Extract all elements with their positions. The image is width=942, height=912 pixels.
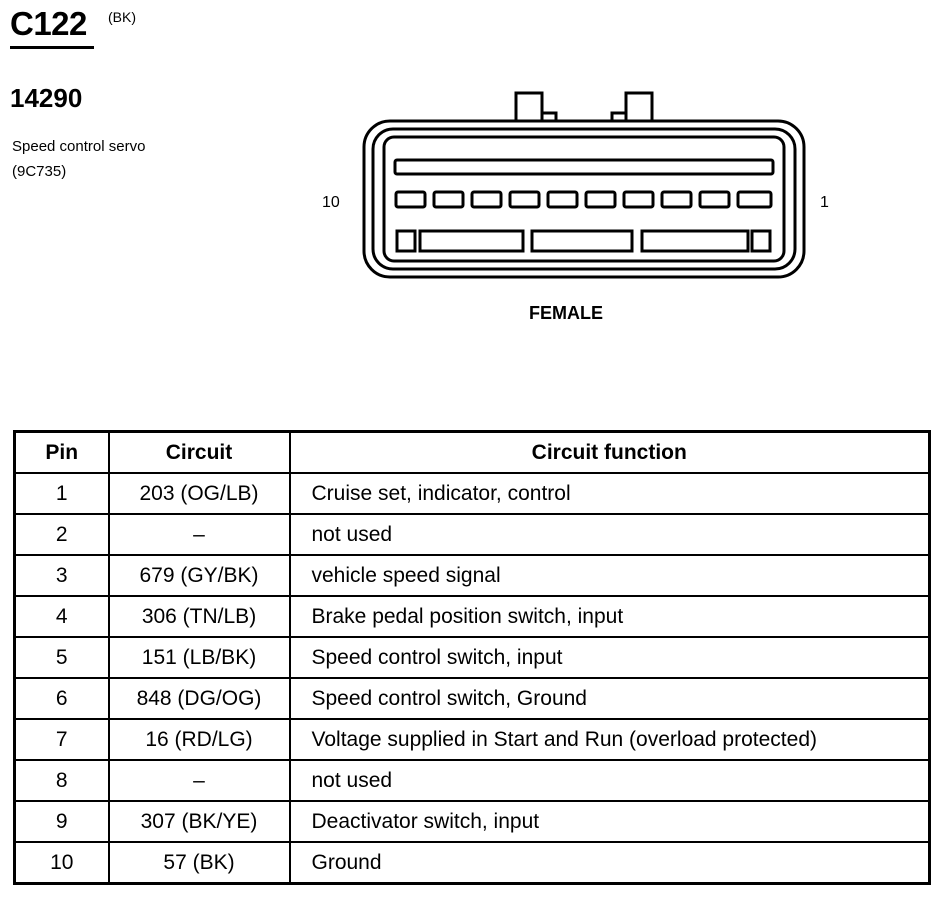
pin-cell: 8: [13, 759, 110, 802]
table-row: 2 – not used: [13, 513, 931, 556]
table-row: 4 306 (TN/LB) Brake pedal position switc…: [13, 595, 931, 638]
pin-terminal-8: [470, 190, 503, 209]
circuit-cell: 306 (TN/LB): [107, 595, 291, 638]
column-header-circuit-function: Circuit function: [288, 430, 931, 474]
circuit-function-cell: not used: [288, 759, 931, 802]
pin-cell: 5: [13, 636, 110, 679]
circuit-function-cell: Brake pedal position switch, input: [288, 595, 931, 638]
column-header-circuit: Circuit: [107, 430, 291, 474]
table-row: 8 – not used: [13, 759, 931, 802]
circuit-cell: 679 (GY/BK): [107, 554, 291, 597]
pin-terminal-10: [394, 190, 427, 209]
part-number: 14290: [10, 83, 83, 113]
pin-terminal-9: [432, 190, 465, 209]
connector-id-underline: [10, 46, 94, 49]
pin-terminals: [394, 190, 773, 209]
connector-long-slot: [393, 158, 775, 176]
pin-terminal-4: [622, 190, 655, 209]
pin-cell: 3: [13, 554, 110, 597]
table-row: 6 848 (DG/OG) Speed control switch, Grou…: [13, 677, 931, 720]
circuit-function-cell: Voltage supplied in Start and Run (overl…: [288, 718, 931, 761]
table-row: 10 57 (BK) Ground: [13, 841, 931, 885]
connector-id: C122: [10, 5, 87, 42]
connector-face-diagram: [362, 91, 806, 279]
pinout-table: Pin Circuit Circuit function 1 203 (OG/L…: [13, 430, 931, 885]
circuit-cell: –: [107, 759, 291, 802]
connector-color: (BK): [108, 9, 136, 25]
connector-gender-label: FEMALE: [529, 303, 603, 323]
circuit-function-cell: Speed control switch, Ground: [288, 677, 931, 720]
pin-terminal-3: [660, 190, 693, 209]
pin-cell: 10: [13, 841, 110, 885]
circuit-cell: 16 (RD/LG): [107, 718, 291, 761]
circuit-cell: –: [107, 513, 291, 556]
pin-cell: 6: [13, 677, 110, 720]
pin-number-label-left: 10: [322, 194, 340, 211]
pin-cell: 4: [13, 595, 110, 638]
circuit-cell: 848 (DG/OG): [107, 677, 291, 720]
circuit-function-cell: Deactivator switch, input: [288, 800, 931, 843]
pin-cell: 1: [13, 472, 110, 515]
column-header-pin: Pin: [13, 430, 110, 474]
pin-terminal-6: [546, 190, 579, 209]
component-name: Speed control servo: [12, 138, 146, 155]
pin-terminal-2: [698, 190, 731, 209]
table-row: 3 679 (GY/BK) vehicle speed signal: [13, 554, 931, 597]
pin-cell: 9: [13, 800, 110, 843]
pin-cell: 2: [13, 513, 110, 556]
circuit-cell: 307 (BK/YE): [107, 800, 291, 843]
circuit-function-cell: vehicle speed signal: [288, 554, 931, 597]
circuit-function-cell: Speed control switch, input: [288, 636, 931, 679]
table-row: 1 203 (OG/LB) Cruise set, indicator, con…: [13, 472, 931, 515]
connector-cavity: [382, 135, 786, 263]
pin-cell: 7: [13, 718, 110, 761]
component-code: (9C735): [12, 163, 67, 180]
pin-terminal-7: [508, 190, 541, 209]
circuit-function-cell: not used: [288, 513, 931, 556]
table-header-row: Pin Circuit Circuit function: [13, 430, 931, 474]
circuit-cell: 57 (BK): [107, 841, 291, 885]
connector-housing-inner: [371, 127, 797, 271]
table-row: 7 16 (RD/LG) Voltage supplied in Start a…: [13, 718, 931, 761]
circuit-cell: 203 (OG/LB): [107, 472, 291, 515]
circuit-function-cell: Cruise set, indicator, control: [288, 472, 931, 515]
pin-terminal-1: [736, 190, 773, 209]
table-row: 5 151 (LB/BK) Speed control switch, inpu…: [13, 636, 931, 679]
pin-number-label-right: 1: [820, 194, 829, 211]
circuit-function-cell: Ground: [288, 841, 931, 885]
circuit-cell: 151 (LB/BK): [107, 636, 291, 679]
pin-terminal-5: [584, 190, 617, 209]
keying-ribs: [395, 229, 772, 253]
table-row: 9 307 (BK/YE) Deactivator switch, input: [13, 800, 931, 843]
